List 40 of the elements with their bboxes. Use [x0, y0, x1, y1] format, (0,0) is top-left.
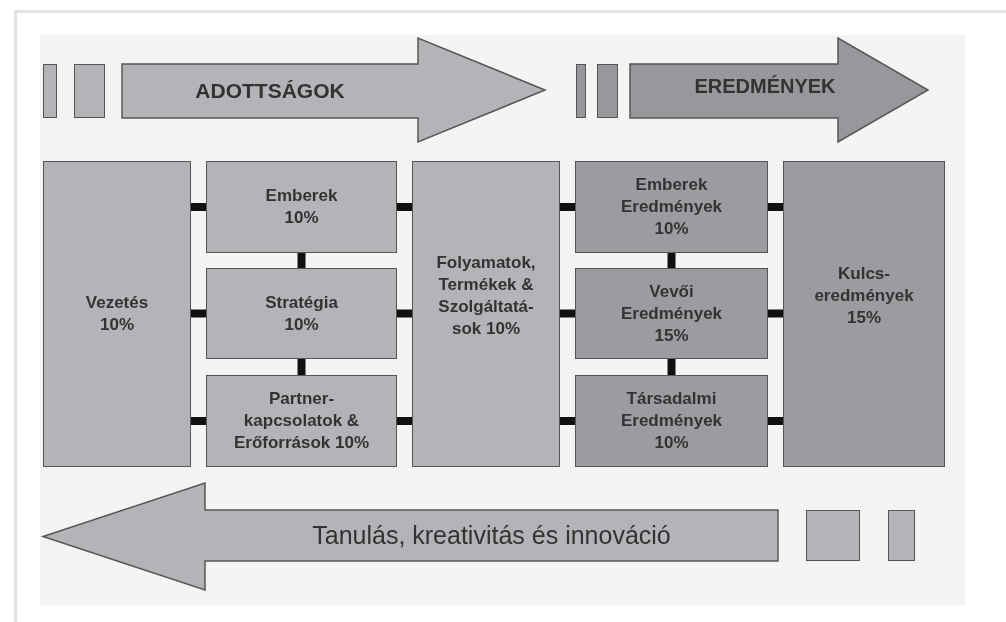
- criterion-label: Folyamatok, Termékek & Szolgáltatá- sok 10%: [435, 252, 537, 340]
- arrow-banner: [43, 483, 778, 590]
- arrow-label: Tanulás, kreativitás és innováció: [311, 520, 672, 551]
- criterion-label: Vezetés 10%: [84, 292, 150, 336]
- arrow-banner: [630, 38, 928, 142]
- connector-bar: [560, 203, 575, 211]
- connector-bar: [768, 203, 783, 211]
- connector-bar: [191, 203, 206, 211]
- connector-bar: [560, 309, 575, 318]
- connector-bar: [191, 309, 206, 318]
- arrow-banner: [122, 38, 545, 142]
- criterion-box: [783, 161, 945, 467]
- criterion-box: [206, 268, 397, 359]
- criterion-label: Társadalmi Eredmények 10%: [619, 388, 724, 454]
- criterion-box: [412, 161, 560, 467]
- connector-bar: [397, 309, 412, 318]
- criterion-box: [206, 375, 397, 467]
- criterion-label: Stratégia 10%: [264, 291, 339, 336]
- connector-bar: [768, 309, 783, 318]
- criterion-box: [43, 161, 191, 467]
- arrow-label: EREDMÉNYEK: [693, 73, 837, 99]
- criterion-box: [575, 268, 768, 359]
- criterion-label: Emberek 10%: [264, 185, 339, 229]
- connector-bar: [397, 417, 412, 425]
- criterion-label: Kulcs- eredmények 15%: [813, 263, 915, 329]
- connector-bar: [397, 203, 412, 211]
- connector-bar: [768, 417, 783, 425]
- connector-bar: [297, 359, 306, 375]
- connector-bar: [560, 417, 575, 425]
- criterion-box: [206, 161, 397, 253]
- criterion-label: Emberek Eredmények 10%: [619, 174, 724, 240]
- criterion-box: [575, 375, 768, 467]
- connector-bar: [667, 253, 676, 268]
- criterion-box: [575, 161, 768, 253]
- connector-bar: [667, 359, 676, 375]
- criterion-label: Vevői Eredmények 15%: [619, 280, 724, 347]
- arrow-label: ADOTTSÁGOK: [194, 78, 346, 104]
- connector-bar: [297, 253, 306, 268]
- criterion-label: Partner- kapcsolatok & Erőforrások 10%: [232, 388, 371, 454]
- connector-bar: [191, 417, 206, 425]
